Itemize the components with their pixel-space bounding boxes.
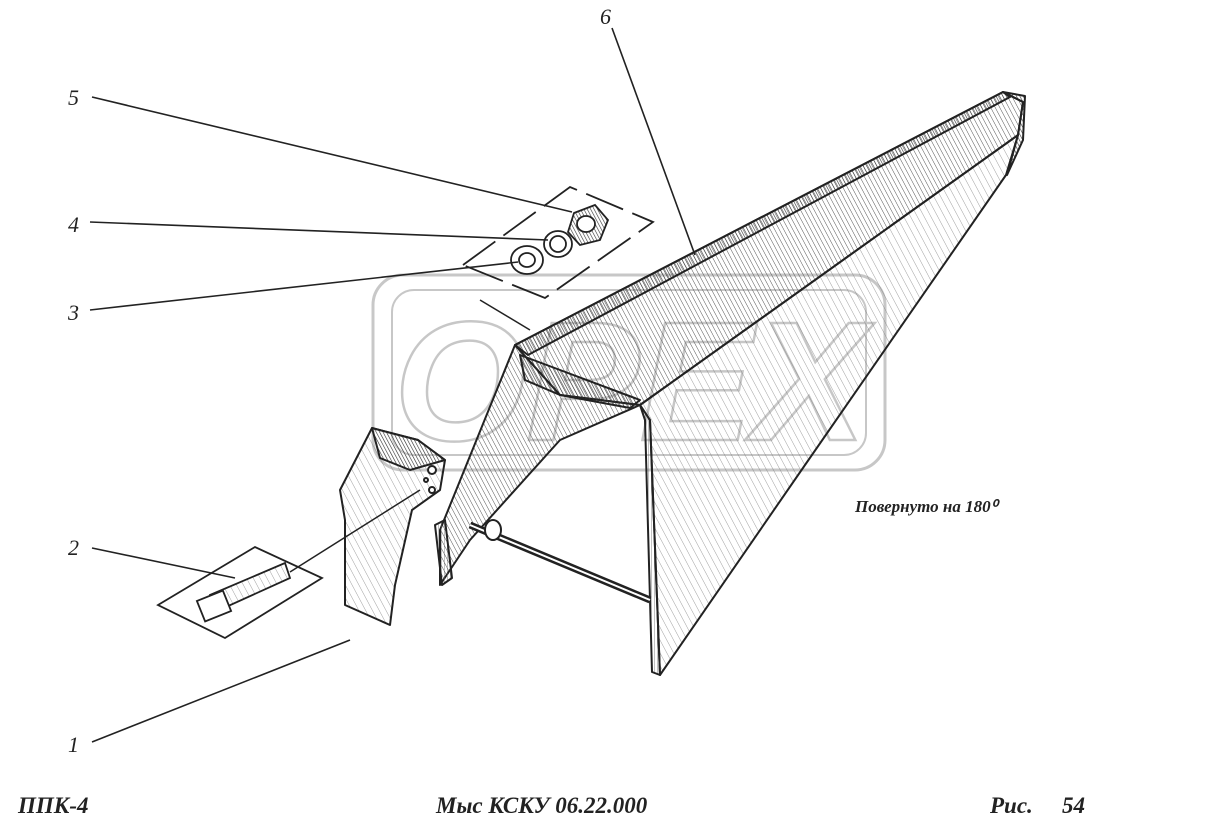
washer-3 (510, 245, 544, 275)
leader-4 (89, 221, 549, 241)
footer-figure-prefix: Рис. (989, 793, 1033, 818)
footer-model: ППК-4 (17, 793, 89, 818)
fastener-group (461, 185, 655, 331)
bolt (195, 561, 292, 623)
callout-5: 5 (68, 85, 79, 110)
beam-left-flange (434, 519, 453, 586)
rotation-note: Повернуто на 180⁰ (854, 497, 1001, 516)
nut-5 (566, 203, 610, 247)
washer-4 (543, 230, 573, 258)
beam-assembly (434, 91, 1026, 676)
beam-channel (519, 354, 641, 409)
leader-2 (91, 547, 236, 579)
leader-5 (91, 96, 573, 213)
beam-top-edge (514, 91, 1011, 356)
bracket (339, 427, 446, 626)
footer-figure-number: 54 (1062, 793, 1085, 818)
callout-6: 6 (600, 4, 611, 29)
leader-1 (91, 639, 351, 743)
leader-6 (611, 27, 696, 256)
leader-3 (89, 261, 519, 311)
leader-lines (89, 27, 696, 743)
footer-part-number: Мыс КСКУ 06.22.000 (435, 793, 648, 818)
bolt-group (156, 489, 421, 640)
rod-end (484, 519, 502, 541)
beam-end-plate (639, 404, 661, 676)
callout-2: 2 (68, 535, 79, 560)
callout-1: 1 (68, 732, 79, 757)
callout-4: 4 (68, 212, 79, 237)
beam-end-cap (1002, 91, 1026, 176)
callout-3: 3 (67, 300, 79, 325)
